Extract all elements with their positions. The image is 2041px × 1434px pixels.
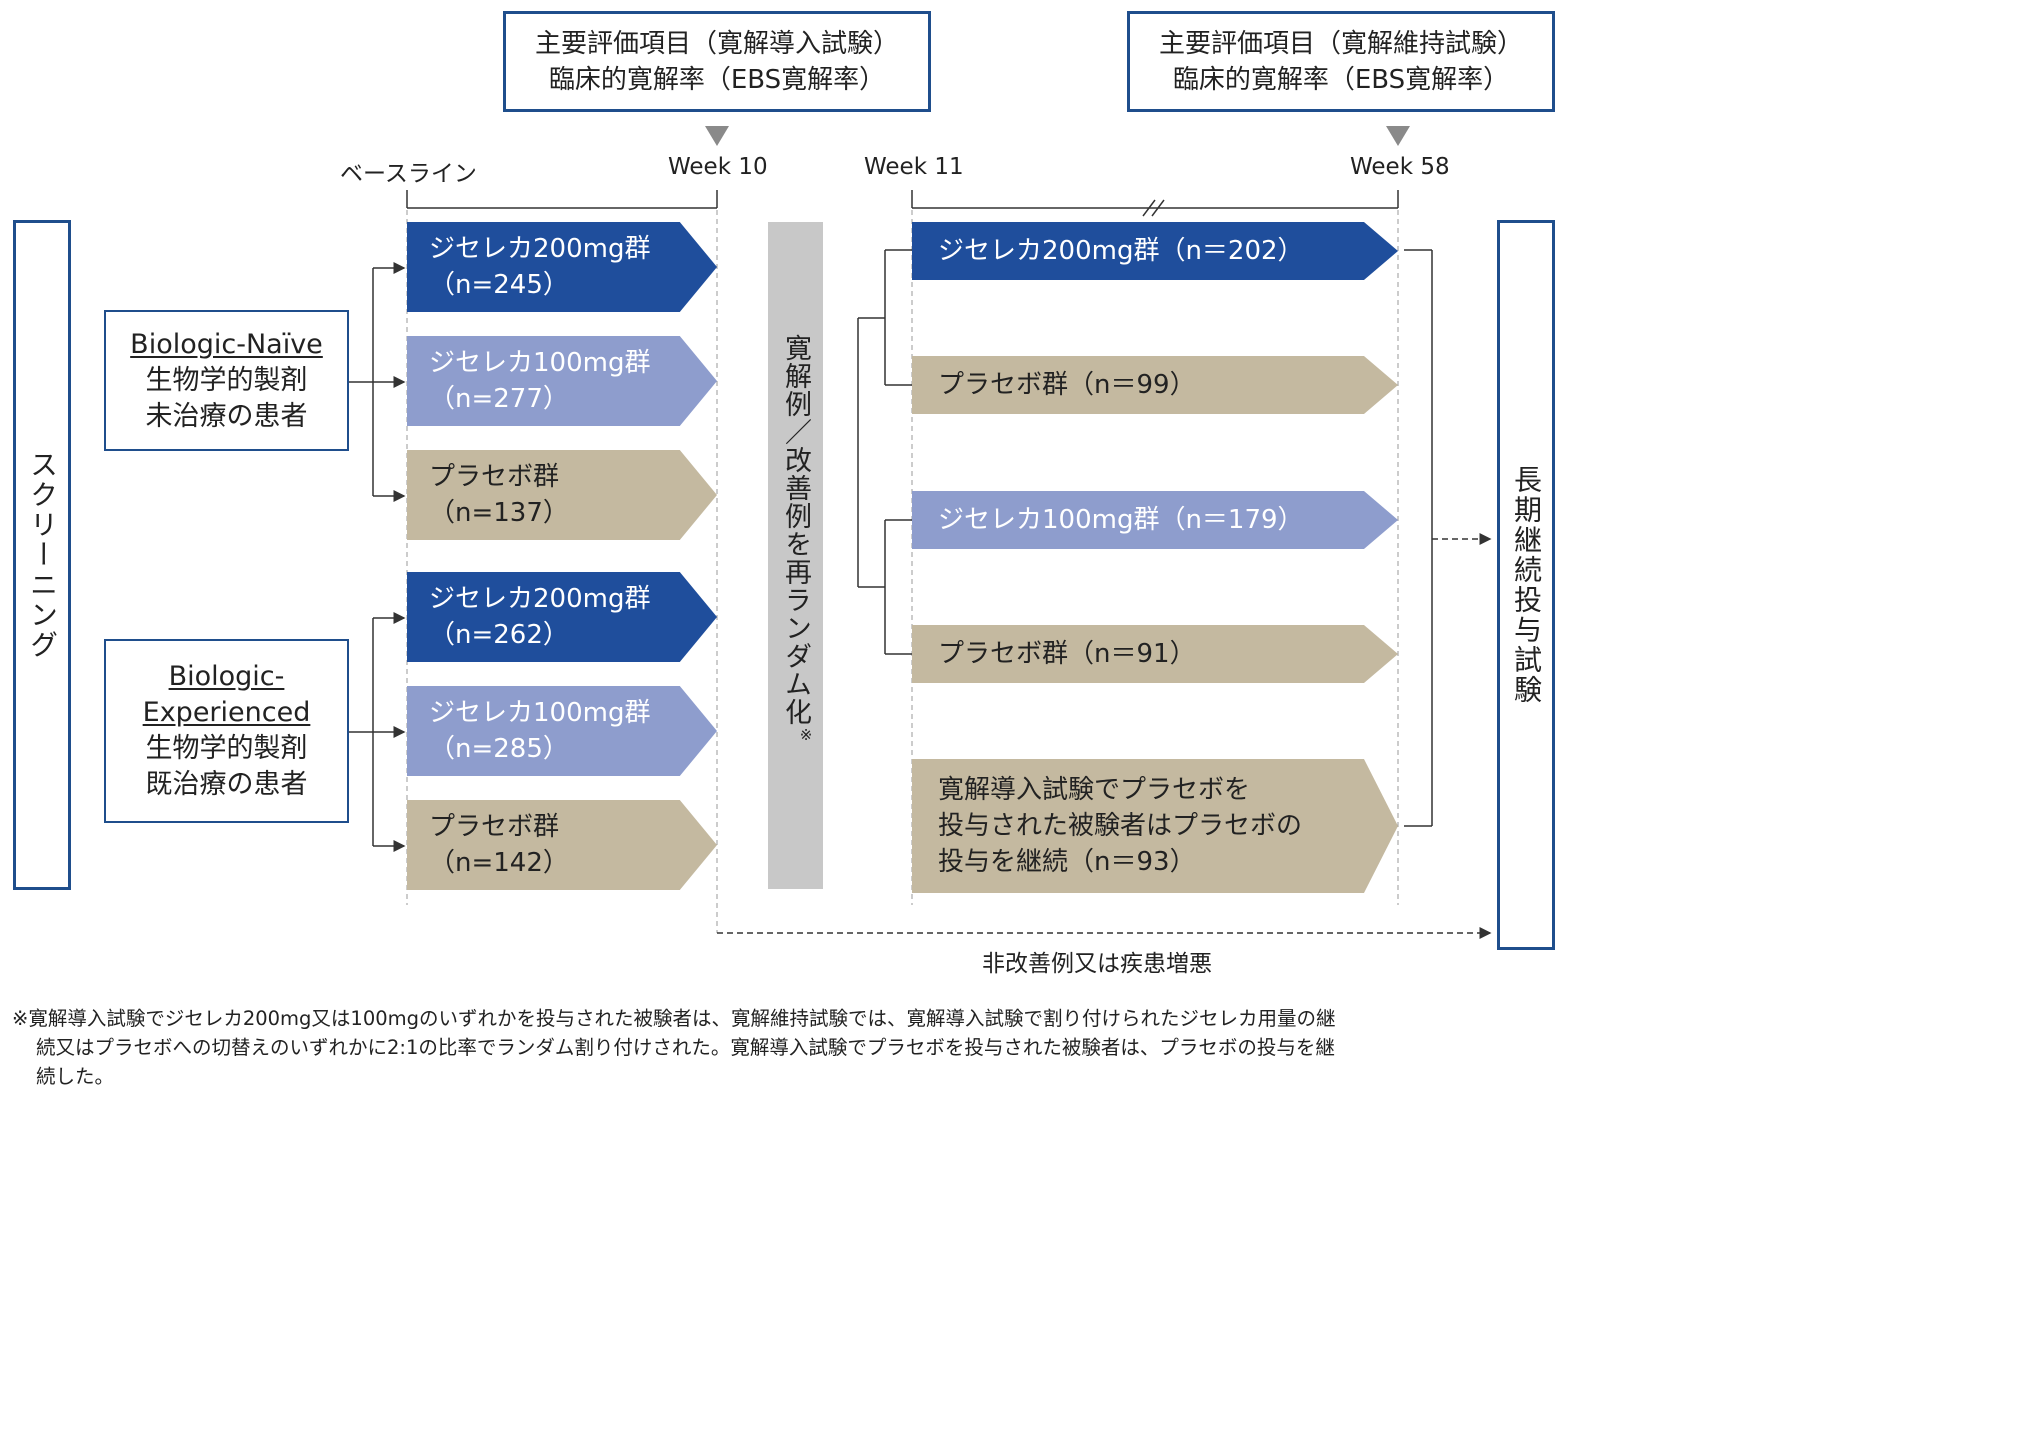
- week10-label: Week 10: [668, 154, 768, 180]
- induction-arm: ジセレカ100mg群 （n=277）: [407, 336, 717, 426]
- induction-arm: プラセボ群 （n=142）: [407, 800, 717, 890]
- footnote-line3: 続した。: [36, 1065, 115, 1088]
- rerandom-bar: 寛解例／改善例を再ランダム化※: [768, 222, 823, 889]
- induction-arm: ジセレカ200mg群 （n=245）: [407, 222, 717, 312]
- arm-name: ジセレカ200mg群: [429, 584, 651, 614]
- screening-label: スクリーニング: [26, 450, 59, 660]
- arm-name: ジセレカ100mg群: [429, 698, 651, 728]
- maintenance-endpoint-line1: 主要評価項目（寛解維持試験）: [1158, 28, 1523, 59]
- nonresponder-label: 非改善例又は疾患増悪: [982, 951, 1212, 977]
- arm-name: ジセレカ100mg群: [429, 348, 651, 378]
- placebo-continue-line3: 投与を継続（n＝93）: [938, 847, 1196, 877]
- week11-label: Week 11: [864, 154, 964, 180]
- baseline-label: ベースライン: [340, 161, 477, 187]
- experienced-title1: Biologic-: [168, 661, 285, 692]
- arm-name: プラセボ群: [429, 812, 560, 842]
- arm-n: （n=245）: [429, 270, 569, 300]
- experienced-group-box: Biologic- Experienced 生物学的製剤 既治療の患者: [104, 639, 349, 823]
- screening-box: スクリーニング: [13, 220, 71, 890]
- longterm-box: 長期継続投与試験: [1497, 220, 1555, 950]
- longterm-bracket: [1404, 249, 1492, 827]
- arm-name: ジセレカ200mg群: [429, 234, 651, 264]
- arm-n: （n=277）: [429, 384, 569, 414]
- induction-endpoint-line2: 臨床的寛解率（EBS寛解率）: [548, 64, 886, 95]
- induction-endpoint-line1: 主要評価項目（寛解導入試験）: [534, 28, 899, 59]
- induction-timeline: [406, 190, 718, 209]
- naive-line1: 生物学的製剤: [145, 364, 308, 396]
- footnote-line2: 続又はプラセボへの切替えのいずれかに2:1の比率でランダム割り付けされた。寛解導…: [36, 1036, 1335, 1059]
- maintenance-bracket: [857, 249, 912, 655]
- maintenance-arm: プラセボ群（n＝91）: [912, 625, 1398, 683]
- rerandom-mark: ※: [797, 726, 815, 745]
- maintenance-arm-label: プラセボ群（n＝91）: [938, 639, 1196, 669]
- maintenance-arm: ジセレカ100mg群（n＝179）: [912, 491, 1398, 549]
- week58-label: Week 58: [1350, 154, 1450, 180]
- arm-n: （n=137）: [429, 498, 569, 528]
- maintenance-endpoint-box: 主要評価項目（寛解維持試験） 臨床的寛解率（EBS寛解率）: [1127, 11, 1555, 112]
- placebo-continue-line2: 投与された被験者はプラセボの: [938, 811, 1303, 841]
- experienced-line2: 既治療の患者: [145, 769, 308, 800]
- longterm-label: 長期継続投与試験: [1510, 465, 1543, 705]
- placebo-continue-arm: 寛解導入試験でプラセボを 投与された被験者はプラセボの 投与を継続（n＝93）: [912, 759, 1398, 893]
- rerandom-label: 寛解例／改善例を再ランダム化※: [776, 334, 815, 874]
- footnote: ※寛解導入試験でジセレカ200mg又は100mgのいずれかを投与された被験者は、…: [12, 1004, 1562, 1091]
- arm-name: プラセボ群: [429, 462, 560, 492]
- maintenance-arm-label: ジセレカ100mg群（n＝179）: [938, 505, 1304, 535]
- footnote-line1: ※寛解導入試験でジセレカ200mg又は100mgのいずれかを投与された被験者は、…: [12, 1007, 1336, 1030]
- arm-n: （n=262）: [429, 620, 569, 650]
- experienced-title2: Experienced: [142, 697, 311, 728]
- maintenance-arm-label: プラセボ群（n＝99）: [938, 370, 1196, 400]
- naive-group-box: Biologic-Naïve 生物学的製剤 未治療の患者: [104, 310, 349, 451]
- maintenance-arm: ジセレカ200mg群（n＝202）: [912, 222, 1398, 280]
- induction-arm: ジセレカ200mg群 （n=262）: [407, 572, 717, 662]
- experienced-line1: 生物学的製剤: [145, 733, 308, 764]
- arm-n: （n=285）: [429, 734, 569, 764]
- induction-endpoint-box: 主要評価項目（寛解導入試験） 臨床的寛解率（EBS寛解率）: [503, 11, 931, 112]
- experienced-branch: [349, 612, 406, 852]
- induction-arm: ジセレカ100mg群 （n=285）: [407, 686, 717, 776]
- week10-marker: [705, 126, 729, 146]
- arm-n: （n=142）: [429, 848, 569, 878]
- maintenance-timeline: [911, 190, 1399, 217]
- naive-line2: 未治療の患者: [145, 400, 308, 432]
- induction-arm: プラセボ群 （n=137）: [407, 450, 717, 540]
- maintenance-arm: プラセボ群（n＝99）: [912, 356, 1398, 414]
- placebo-continue-line1: 寛解導入試験でプラセボを: [938, 775, 1251, 805]
- naive-branch: [349, 262, 406, 502]
- rerandom-text: 寛解例／改善例を再ランダム化: [780, 334, 811, 726]
- maintenance-arm-label: ジセレカ200mg群（n＝202）: [938, 236, 1304, 266]
- maintenance-endpoint-line2: 臨床的寛解率（EBS寛解率）: [1172, 64, 1510, 95]
- naive-title: Biologic-Naïve: [130, 328, 323, 360]
- week58-marker: [1386, 126, 1410, 146]
